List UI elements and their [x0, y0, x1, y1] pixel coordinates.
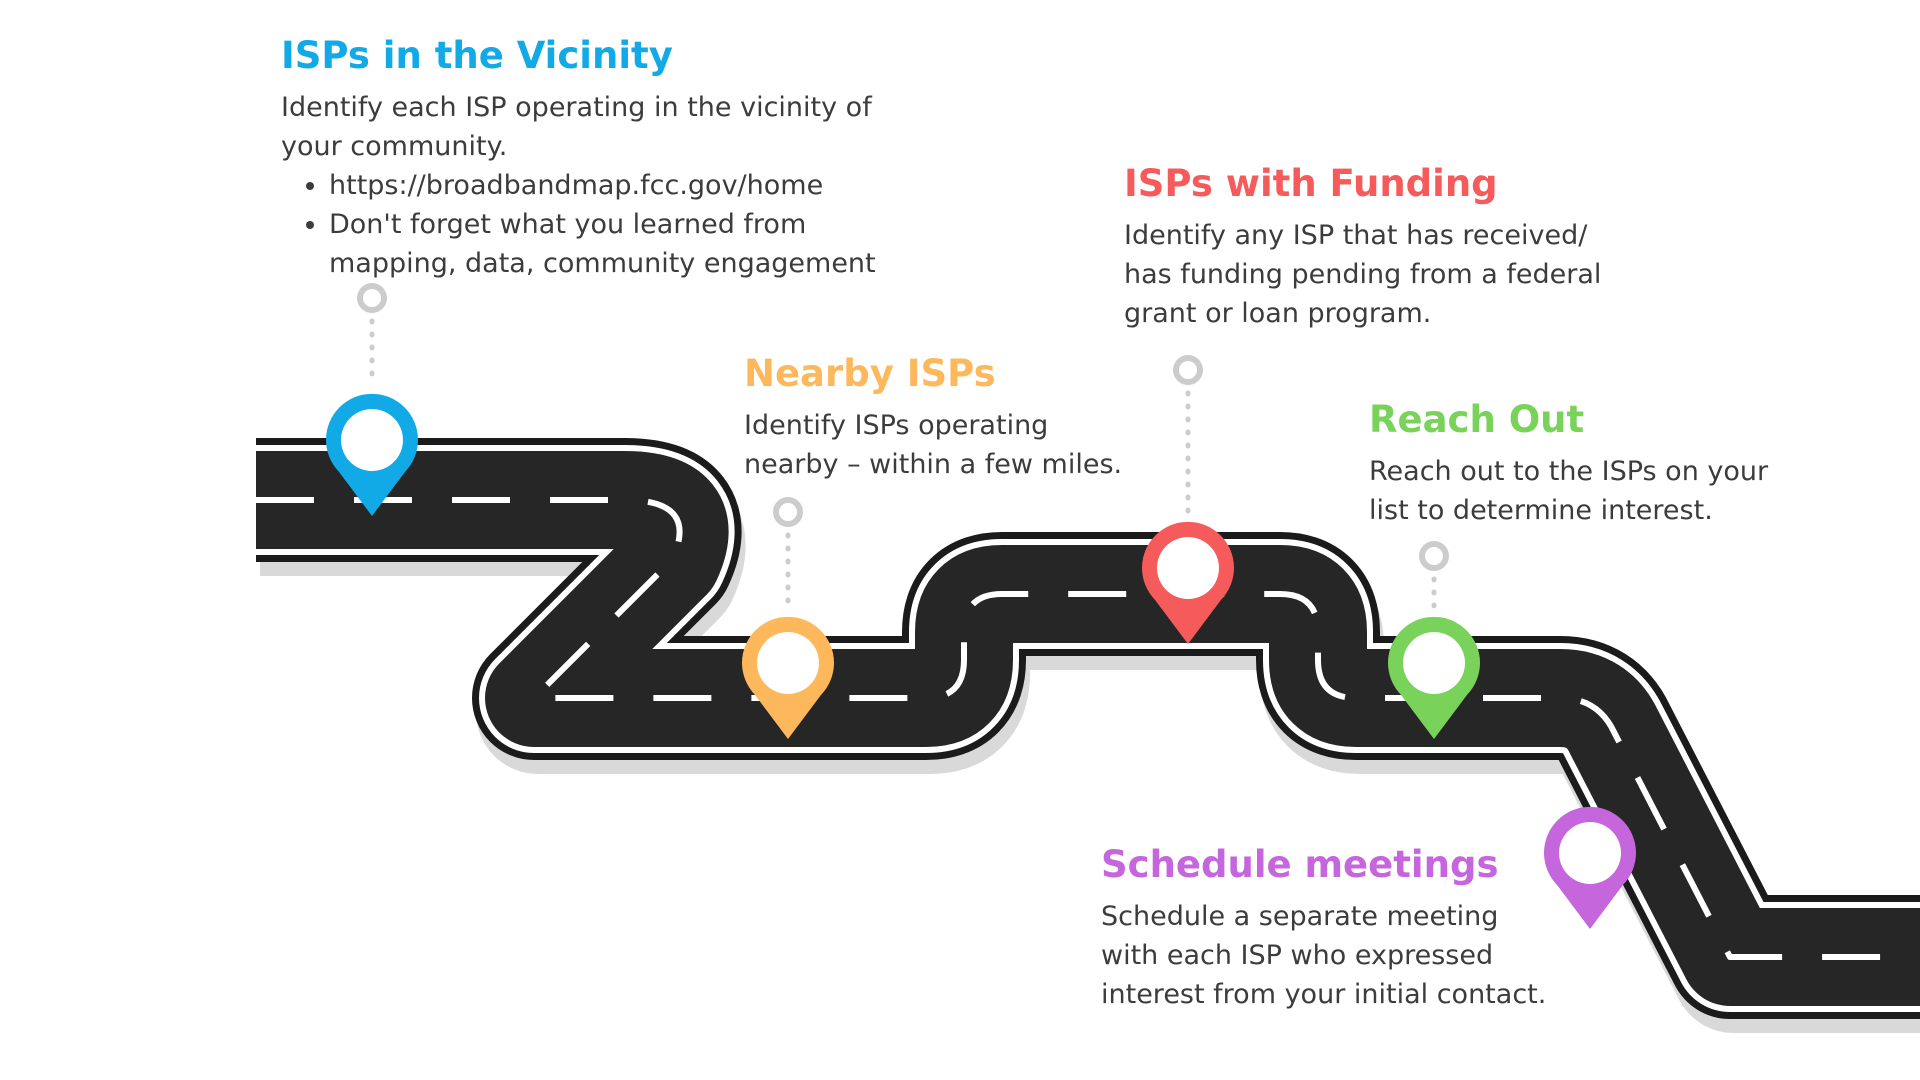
map-pin-icon [1388, 541, 1481, 739]
step-title: Schedule meetings [1101, 843, 1499, 886]
step-title: Reach Out [1369, 398, 1585, 441]
pin-anchor-ring [1419, 541, 1449, 571]
step-description-line: Identify each ISP operating in the vicin… [281, 92, 872, 123]
step-description-line: grant or loan program. [1124, 298, 1432, 329]
bullet-item: Don't forget what you learned from mappi… [329, 205, 939, 283]
step-description-line: your community. [281, 131, 508, 162]
map-pin-icon [1544, 806, 1636, 929]
pin-center [341, 409, 403, 471]
step-title: ISPs with Funding [1124, 162, 1498, 205]
step-title: Nearby ISPs [744, 352, 996, 395]
pin-center [1403, 632, 1465, 694]
map-pin-icon [1142, 355, 1235, 644]
pin-anchor-ring [773, 497, 803, 527]
pin-anchor-ring [1173, 355, 1203, 385]
step-isps-funding: ISPs with Funding Identify any ISP that … [1124, 162, 1664, 333]
pin-anchor-ring [357, 283, 387, 313]
step-title: ISPs in the Vicinity [281, 34, 673, 77]
step-bullet-list: https://broadbandmap.fcc.gov/home Don't … [281, 166, 961, 283]
pin-center [1559, 822, 1621, 884]
step-description-line: Identify ISPs operating [744, 410, 1049, 441]
step-description-line: Identify any ISP that has received/ [1124, 220, 1588, 251]
step-description-line: Schedule a separate meeting [1101, 901, 1499, 932]
step-description-line: with each ISP who expressed [1101, 940, 1494, 971]
step-description-line: list to determine interest. [1369, 495, 1713, 526]
pin-center [1157, 537, 1219, 599]
map-pin-icon [742, 497, 834, 739]
step-description-line: nearby – within a few miles. [744, 449, 1123, 480]
pin-center [757, 632, 819, 694]
map-pin-icon [326, 283, 419, 516]
road-left-cap [0, 420, 256, 600]
fcc-map-link[interactable]: https://broadbandmap.fcc.gov/home [329, 166, 961, 205]
step-reach-out: Reach Out Reach out to the ISPs on your … [1369, 398, 1869, 530]
step-description-line: has funding pending from a federal [1124, 259, 1602, 290]
step-description-line: Reach out to the ISPs on your [1369, 456, 1769, 487]
step-schedule-meetings: Schedule meetings Schedule a separate me… [1101, 843, 1641, 1014]
step-description-line: interest from your initial contact. [1101, 979, 1547, 1010]
step-nearby-isps: Nearby ISPs Identify ISPs operating near… [744, 352, 1184, 484]
step-isps-vicinity: ISPs in the Vicinity Identify each ISP o… [281, 34, 961, 283]
